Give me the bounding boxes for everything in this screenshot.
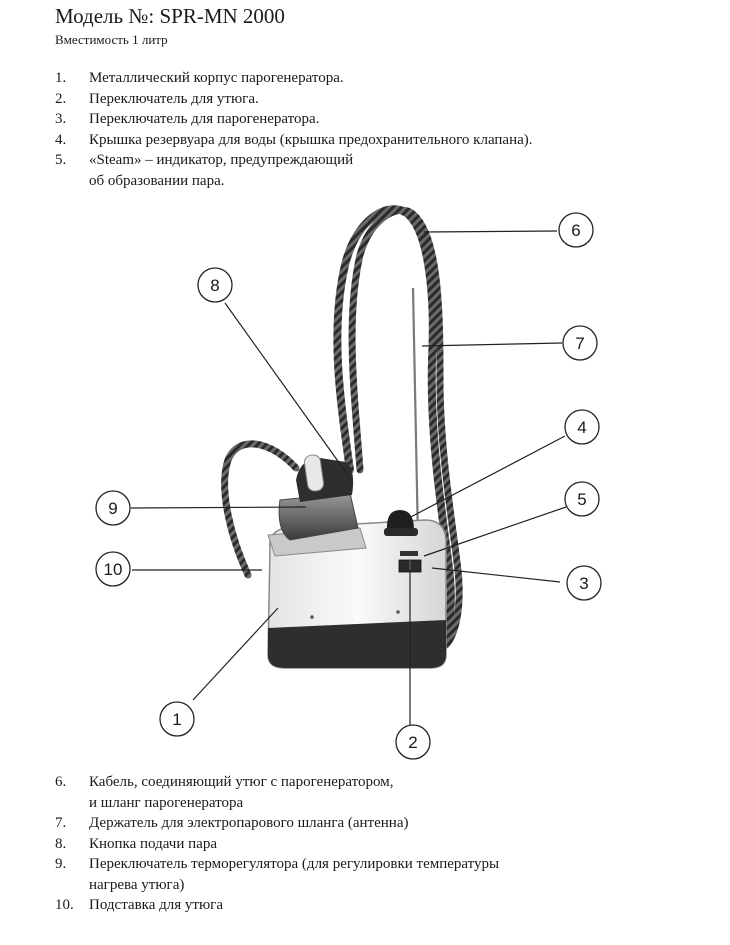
callout-4: 4 (564, 409, 600, 445)
parts-list-bottom: 6.Кабель, соединяющий утюг с парогенерат… (55, 772, 499, 916)
list-item: 8.Кнопка подачи пара (55, 835, 217, 852)
list-item: 1.Металлический корпус парогенератора. (55, 70, 344, 86)
callout-10: 10 (95, 551, 131, 587)
antenna-holder (411, 287, 420, 541)
parts-list-top: 1.Металлический корпус парогенератора. 2… (55, 68, 533, 191)
svg-text:10: 10 (104, 560, 123, 579)
svg-text:8: 8 (210, 276, 219, 295)
iron (278, 454, 359, 541)
svg-text:4: 4 (577, 418, 586, 437)
svg-text:5: 5 (577, 490, 586, 509)
water-tank-cap (384, 510, 418, 536)
model-title: Модель №: SPR-MN 2000 (55, 4, 285, 28)
list-item: 5.«Steam» – индикатор, предупреждающий о… (55, 152, 354, 189)
svg-text:1: 1 (172, 710, 181, 729)
callout-6: 6 (558, 212, 594, 248)
callout-9: 9 (95, 490, 131, 526)
callout-2: 2 (395, 724, 431, 760)
callout-3: 3 (566, 565, 602, 601)
control-panel (398, 551, 422, 573)
capacity-subtitle: Вместимость 1 литр (55, 32, 168, 47)
list-item: 6.Кабель, соединяющий утюг с парогенерат… (55, 774, 394, 811)
list-item: 3.Переключатель для парогенератора. (55, 111, 320, 127)
svg-text:3: 3 (579, 574, 588, 593)
list-item: 10.Подставка для утюга (55, 897, 223, 913)
list-item: 9.Переключатель терморегулятора (для рег… (55, 856, 500, 893)
svg-text:2: 2 (408, 733, 417, 752)
svg-text:6: 6 (571, 221, 580, 240)
callout-7: 7 (562, 325, 598, 361)
list-item: 4.Крышка резервуара для воды (крышка пре… (55, 131, 533, 148)
callout-5: 5 (564, 481, 600, 517)
leader-lines (130, 230, 567, 728)
list-item: 2.Переключатель для утюга. (55, 90, 259, 107)
callout-1: 1 (159, 701, 195, 737)
svg-text:9: 9 (108, 499, 117, 518)
callout-8: 8 (197, 267, 233, 303)
cable-hose (221, 205, 463, 654)
list-item: 7.Держатель для электропарового шланга (… (55, 815, 409, 831)
svg-text:7: 7 (575, 334, 584, 353)
generator-body (267, 519, 447, 669)
